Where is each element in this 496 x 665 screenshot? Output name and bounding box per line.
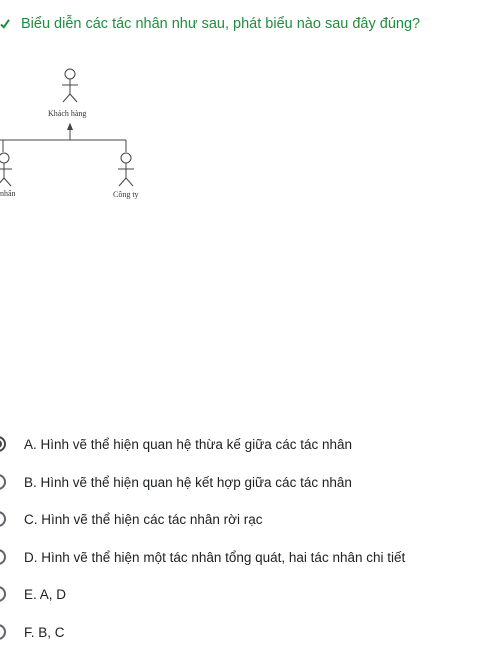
option-b-label: B. Hình vẽ thể hiện quan hệ kết hợp giữa… xyxy=(24,475,352,490)
actor-label-cong-ty: Công ty xyxy=(113,190,139,199)
radio-button-b[interactable] xyxy=(0,474,6,490)
option-d[interactable]: D. Hình vẽ thể hiện một tác nhân tổng qu… xyxy=(0,543,496,575)
radio-button-f[interactable] xyxy=(0,624,6,640)
actor-label-khach-hang: Khách hàng xyxy=(48,109,87,118)
actor-label-ca-nhan: nhân xyxy=(0,189,16,198)
radio-button-d[interactable] xyxy=(0,549,6,565)
option-a-label: A. Hình vẽ thể hiện quan hệ thừa kế giữa… xyxy=(24,437,353,452)
option-e-label: E. A, D xyxy=(24,587,67,602)
option-a[interactable]: A. Hình vẽ thể hiện quan hệ thừa kế giữa… xyxy=(0,430,496,462)
generalization-arrow xyxy=(0,122,127,152)
option-d-label: D. Hình vẽ thể hiện một tác nhân tổng qu… xyxy=(24,550,406,565)
radio-button-c[interactable] xyxy=(0,511,6,527)
option-f[interactable]: F. B, C xyxy=(0,618,496,650)
check-icon xyxy=(0,19,10,29)
option-e[interactable]: E. A, D xyxy=(0,580,496,612)
actor-diagram-svg xyxy=(0,68,134,187)
actor-diagram: Khách hàng nhân Công ty xyxy=(0,62,200,212)
option-f-label: F. B, C xyxy=(24,625,65,640)
option-c[interactable]: C. Hình vẽ thể hiện các tác nhân rời rạc xyxy=(0,505,496,537)
radio-button-e[interactable] xyxy=(0,586,6,602)
actor-figure-cong-ty xyxy=(118,152,134,187)
radio-button-a[interactable] xyxy=(0,436,6,452)
actor-figure-ca-nhan xyxy=(0,152,12,187)
question-header: Biểu diễn các tác nhân như sau, phát biể… xyxy=(0,14,496,38)
question-text: Biểu diễn các tác nhân như sau, phát biể… xyxy=(21,16,421,32)
option-c-label: C. Hình vẽ thể hiện các tác nhân rời rạc xyxy=(24,512,263,527)
option-b[interactable]: B. Hình vẽ thể hiện quan hệ kết hợp giữa… xyxy=(0,468,496,500)
actor-figure-khach-hang xyxy=(62,68,78,103)
